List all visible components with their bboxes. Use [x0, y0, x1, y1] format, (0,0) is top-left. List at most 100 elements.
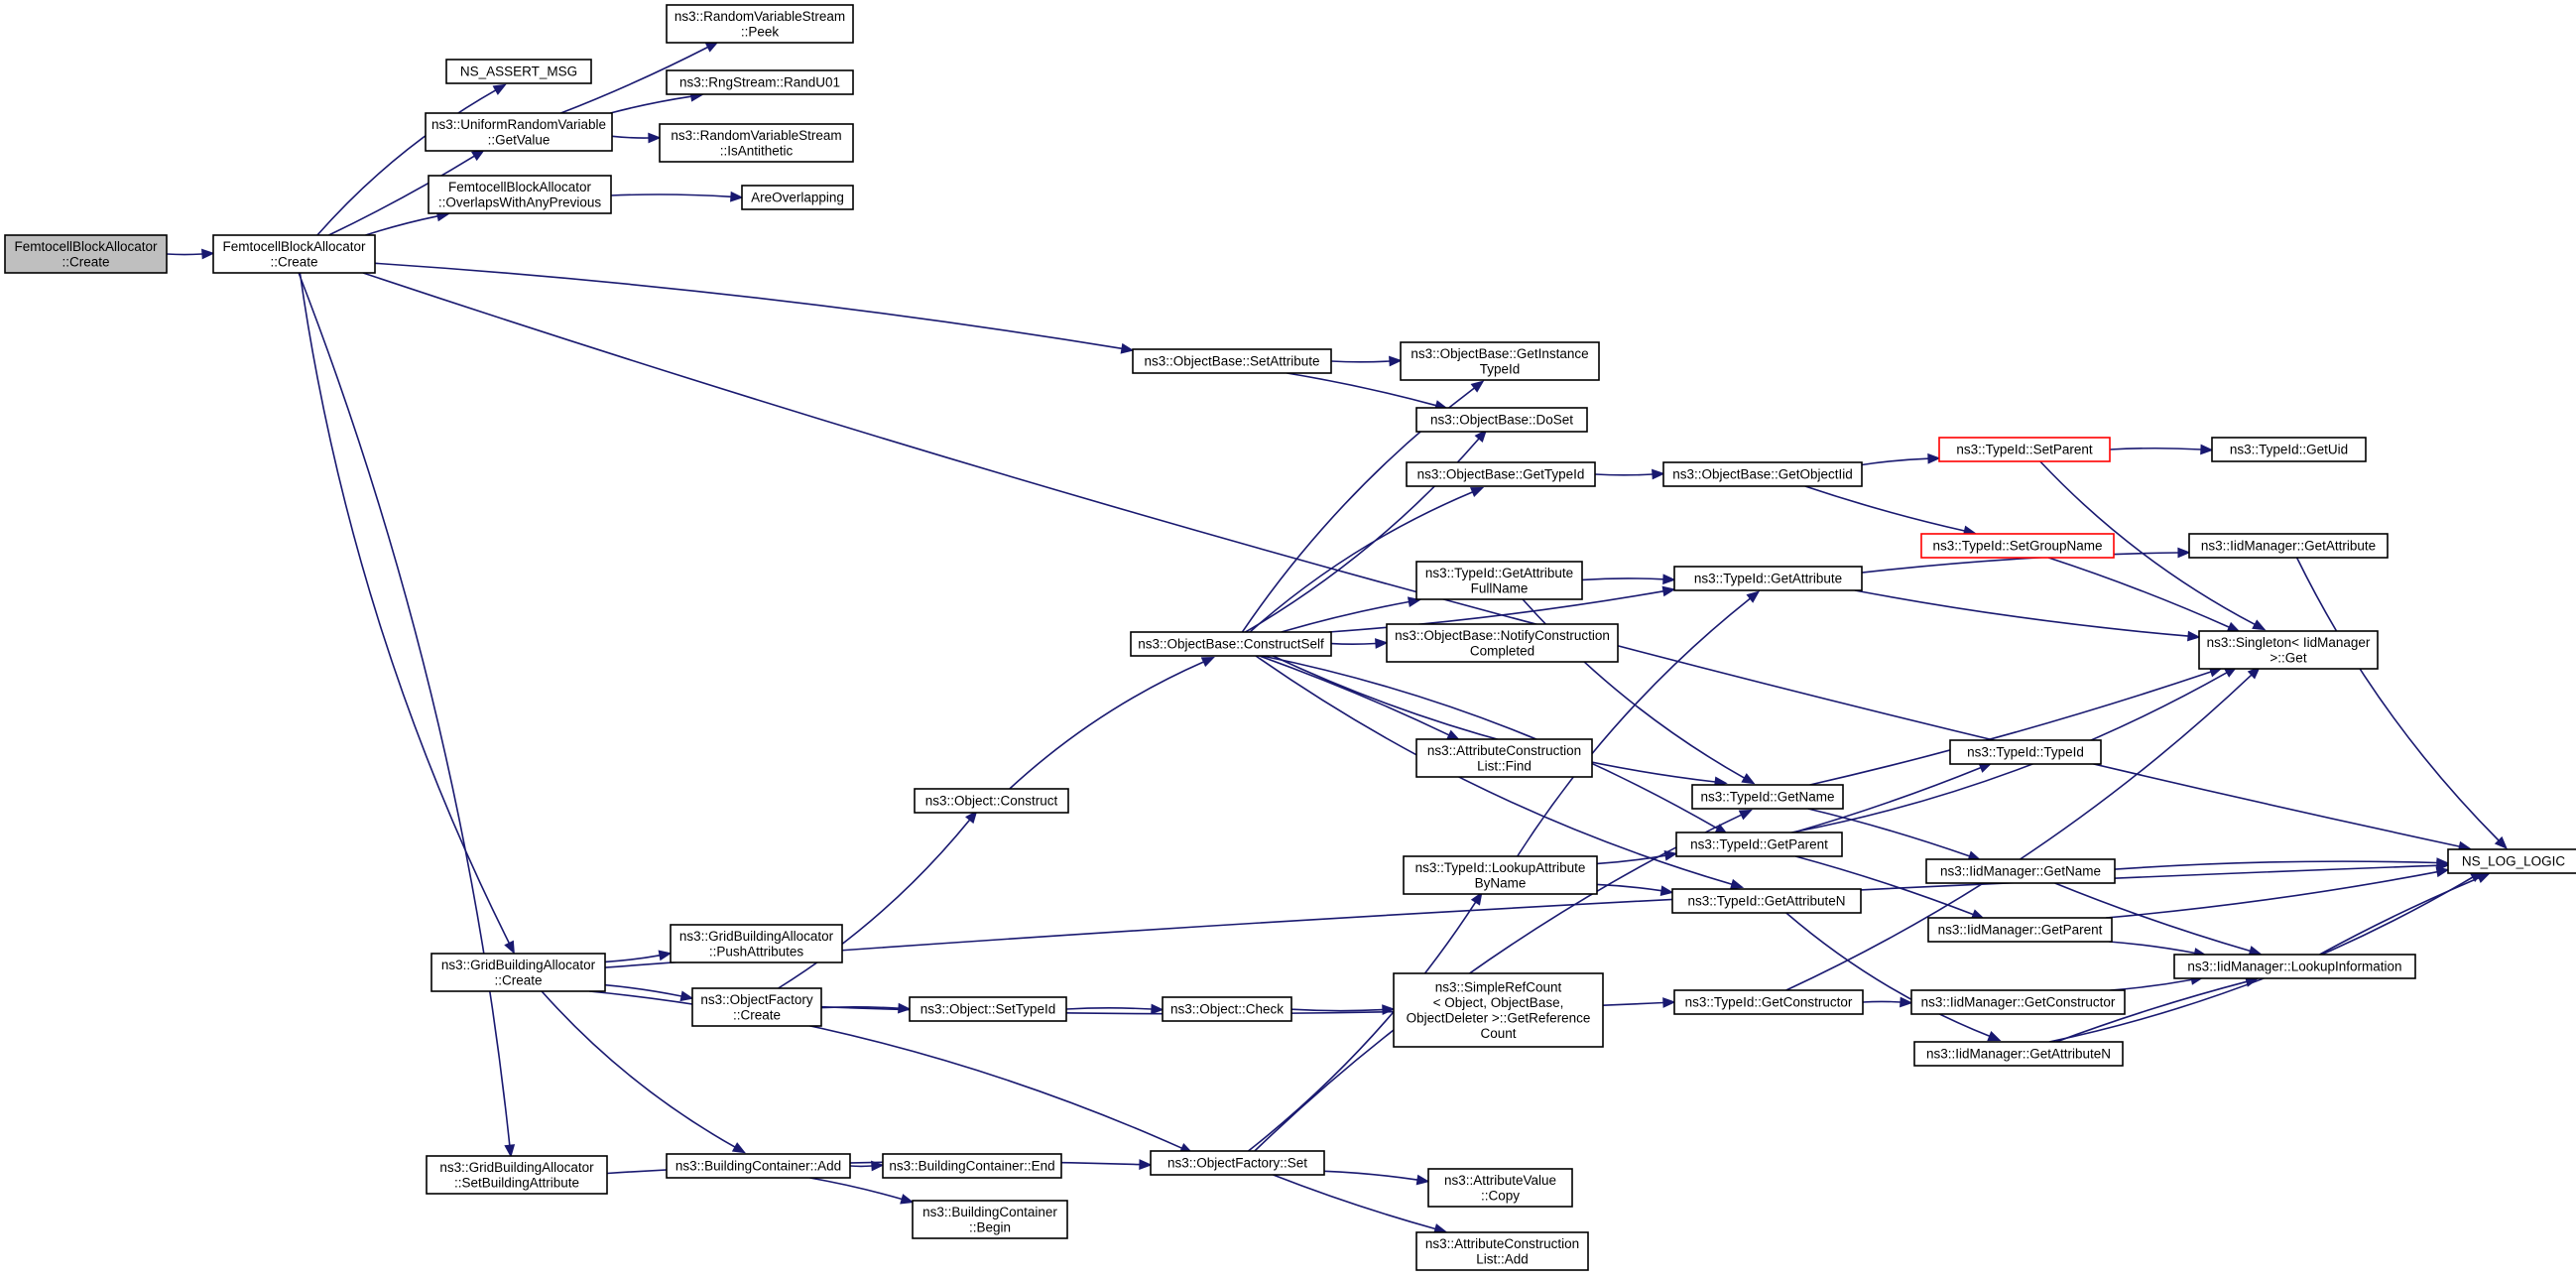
node-root[interactable]: FemtocellBlockAllocator::Create	[4, 234, 168, 274]
node-iid-getconstructor[interactable]: ns3::IidManager::GetConstructor	[1910, 989, 2126, 1015]
node-fba-overlaps[interactable]: FemtocellBlockAllocator::OverlapsWithAny…	[428, 175, 612, 214]
node-ob-constructself[interactable]: ns3::ObjectBase::ConstructSelf	[1130, 631, 1332, 657]
node-box[interactable]	[1415, 1231, 1589, 1271]
node-box[interactable]	[1671, 888, 1862, 914]
node-ns-log-logic[interactable]: NS_LOG_LOGIC	[2447, 848, 2576, 874]
node-rvs-peek[interactable]: ns3::RandomVariableStream::Peek	[666, 4, 854, 44]
node-tid-typeid[interactable]: ns3::TypeId::TypeId	[1949, 739, 2102, 765]
node-box[interactable]	[1927, 917, 2113, 943]
node-box[interactable]	[914, 788, 1069, 814]
node-box[interactable]	[425, 112, 613, 152]
node-box[interactable]	[1162, 996, 1292, 1022]
node-ob-setattribute[interactable]: ns3::ObjectBase::SetAttribute	[1132, 348, 1332, 374]
node-box[interactable]	[2198, 630, 2379, 670]
node-obj-check[interactable]: ns3::Object::Check	[1162, 996, 1292, 1022]
node-areoverlapping[interactable]: AreOverlapping	[741, 185, 854, 210]
node-fba-create[interactable]: FemtocellBlockAllocator::Create	[212, 234, 376, 274]
node-box[interactable]	[2188, 533, 2389, 559]
node-of-create[interactable]: ns3::ObjectFactory::Create	[691, 987, 822, 1027]
node-box[interactable]	[691, 987, 822, 1027]
node-gba-setbuildattr[interactable]: ns3::GridBuildingAllocator::SetBuildingA…	[426, 1155, 608, 1195]
node-box[interactable]	[666, 4, 854, 44]
node-box[interactable]	[1913, 1041, 2124, 1067]
node-box[interactable]	[426, 1155, 608, 1195]
node-tid-getuid[interactable]: ns3::TypeId::GetUid	[2211, 437, 2367, 462]
node-box[interactable]	[1386, 623, 1619, 663]
node-box[interactable]	[1675, 832, 1843, 857]
node-box[interactable]	[430, 953, 606, 992]
node-tid-getconstructor[interactable]: ns3::TypeId::GetConstructor	[1673, 989, 1864, 1015]
node-box[interactable]	[666, 69, 854, 95]
node-box[interactable]	[2447, 848, 2576, 874]
node-obj-construct[interactable]: ns3::Object::Construct	[914, 788, 1069, 814]
node-box[interactable]	[1393, 972, 1604, 1048]
node-bc-add[interactable]: ns3::BuildingContainer::Add	[666, 1153, 851, 1179]
node-box[interactable]	[1938, 437, 2111, 462]
node-tid-getparent[interactable]: ns3::TypeId::GetParent	[1675, 832, 1843, 857]
node-box[interactable]	[1150, 1150, 1325, 1176]
node-tid-getattribute[interactable]: ns3::TypeId::GetAttribute	[1673, 566, 1863, 591]
node-tid-setparent[interactable]: ns3::TypeId::SetParent	[1938, 437, 2111, 462]
node-box[interactable]	[1415, 407, 1588, 433]
node-box[interactable]	[1949, 739, 2102, 765]
node-rvs-isanti[interactable]: ns3::RandomVariableStream::IsAntithetic	[659, 123, 854, 163]
node-ns-assert[interactable]: NS_ASSERT_MSG	[445, 59, 592, 84]
node-box[interactable]	[445, 59, 592, 84]
node-of-set[interactable]: ns3::ObjectFactory::Set	[1150, 1150, 1325, 1176]
node-urv-getvalue[interactable]: ns3::UniformRandomVariable::GetValue	[425, 112, 613, 152]
node-box[interactable]	[909, 996, 1067, 1022]
node-box[interactable]	[2173, 954, 2416, 979]
node-ob-getobjectiid[interactable]: ns3::ObjectBase::GetObjectIid	[1662, 461, 1863, 487]
node-box[interactable]	[1910, 989, 2126, 1015]
node-tid-setgroupname[interactable]: ns3::TypeId::SetGroupName	[1920, 533, 2115, 559]
node-box[interactable]	[666, 1153, 851, 1179]
node-box[interactable]	[1673, 989, 1864, 1015]
node-bc-begin[interactable]: ns3::BuildingContainer::Begin	[912, 1200, 1068, 1239]
node-box[interactable]	[1925, 858, 2116, 884]
node-srefcount[interactable]: ns3::SimpleRefCount< Object, ObjectBase,…	[1393, 972, 1604, 1048]
node-box[interactable]	[659, 123, 854, 163]
node-iid-getname[interactable]: ns3::IidManager::GetName	[1925, 858, 2116, 884]
node-box[interactable]	[1415, 738, 1593, 778]
node-box[interactable]	[1403, 855, 1598, 895]
node-gba-pushattr[interactable]: ns3::GridBuildingAllocator::PushAttribut…	[670, 924, 843, 963]
node-av-copy[interactable]: ns3::AttributeValue::Copy	[1427, 1168, 1573, 1208]
node-ob-notify[interactable]: ns3::ObjectBase::NotifyConstructionCompl…	[1386, 623, 1619, 663]
node-box[interactable]	[912, 1200, 1068, 1239]
node-box[interactable]	[741, 185, 854, 210]
node-box[interactable]	[2211, 437, 2367, 462]
node-box[interactable]	[1130, 631, 1332, 657]
node-box[interactable]	[1662, 461, 1863, 487]
node-box[interactable]	[882, 1153, 1062, 1179]
node-ob-gettypeid[interactable]: ns3::ObjectBase::GetTypeId	[1406, 461, 1596, 487]
node-box[interactable]	[1415, 561, 1583, 600]
node-box[interactable]	[1673, 566, 1863, 591]
node-box[interactable]	[212, 234, 376, 274]
node-tid-getname[interactable]: ns3::TypeId::GetName	[1691, 784, 1844, 810]
node-box[interactable]	[1406, 461, 1596, 487]
node-box[interactable]	[670, 924, 843, 963]
node-box[interactable]	[1427, 1168, 1573, 1208]
node-box[interactable]	[1691, 784, 1844, 810]
node-box[interactable]	[1132, 348, 1332, 374]
node-iid-getattribute[interactable]: ns3::IidManager::GetAttribute	[2188, 533, 2389, 559]
node-box[interactable]	[1400, 341, 1600, 381]
node-box[interactable]	[1920, 533, 2115, 559]
node-iid-lookupinfo[interactable]: ns3::IidManager::LookupInformation	[2173, 954, 2416, 979]
node-ob-doset[interactable]: ns3::ObjectBase::DoSet	[1415, 407, 1588, 433]
node-box[interactable]	[428, 175, 612, 214]
node-bc-end[interactable]: ns3::BuildingContainer::End	[882, 1153, 1062, 1179]
node-singleton-get[interactable]: ns3::Singleton< IidManager >::Get	[2198, 630, 2379, 670]
node-iid-getparent[interactable]: ns3::IidManager::GetParent	[1927, 917, 2113, 943]
node-box[interactable]	[4, 234, 168, 274]
node-iid-getattributen[interactable]: ns3::IidManager::GetAttributeN	[1913, 1041, 2124, 1067]
node-rng-randu01[interactable]: ns3::RngStream::RandU01	[666, 69, 854, 95]
node-obj-settypeid[interactable]: ns3::Object::SetTypeId	[909, 996, 1067, 1022]
node-gba-create[interactable]: ns3::GridBuildingAllocator::Create	[430, 953, 606, 992]
node-tid-getattributen[interactable]: ns3::TypeId::GetAttributeN	[1671, 888, 1862, 914]
